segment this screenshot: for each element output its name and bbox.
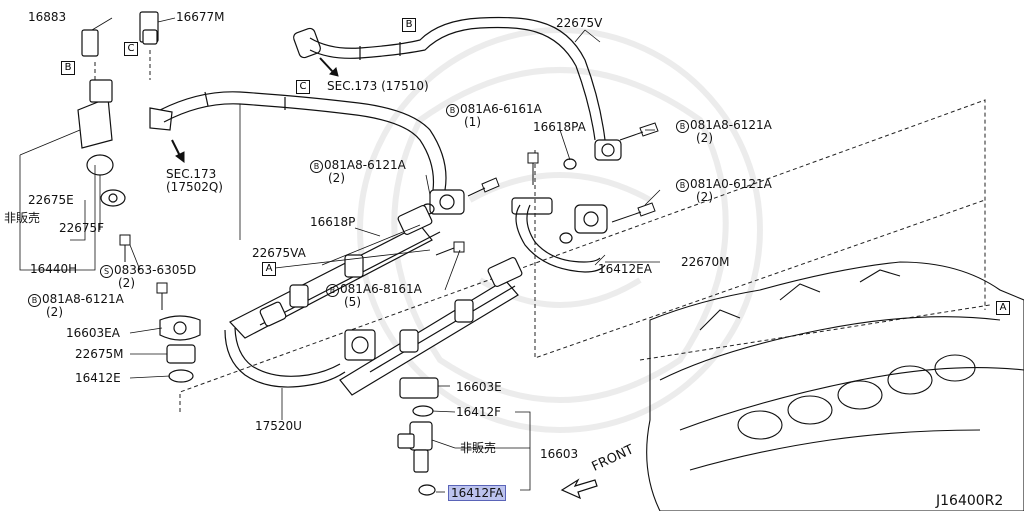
callout-16618P: 16618P bbox=[310, 215, 356, 229]
callout-22675V: 22675V bbox=[556, 16, 603, 30]
callout-qty-081A0-6121A: (2) bbox=[696, 190, 713, 204]
bolt-mark-b: B bbox=[676, 120, 689, 133]
callout-qty-081A8-6121A-top: (2) bbox=[696, 131, 713, 145]
drawing-code: J16400R2 bbox=[936, 493, 1004, 509]
bolt-mark-b: B bbox=[310, 160, 323, 173]
callout-16412EA: 16412EA bbox=[598, 262, 652, 276]
callout-22675VA: 22675VA bbox=[252, 246, 306, 260]
return-pipe-17520U bbox=[224, 327, 346, 420]
callout-16412E: 16412E bbox=[75, 371, 121, 385]
fuel-injector bbox=[397, 377, 439, 496]
callout-not-for-sale-left: 非販売 bbox=[4, 211, 41, 225]
callout-qty-081A6-6161A: (1) bbox=[464, 115, 481, 129]
leader-lines bbox=[19, 17, 661, 493]
callout-sec173-17502Q: SEC.173 bbox=[166, 167, 217, 181]
callout-16603E: 16603E bbox=[456, 380, 502, 394]
hose-22675VA bbox=[149, 91, 447, 240]
callout-22670M: 22670M bbox=[681, 255, 730, 269]
ref-box-b-top: B bbox=[402, 18, 416, 32]
callout-22675E: 22675E bbox=[28, 193, 74, 207]
ref-box-c-mid: C bbox=[296, 80, 310, 94]
callout-16603: 16603 bbox=[540, 447, 579, 461]
bolt-mark-s: S bbox=[100, 265, 113, 278]
left-components bbox=[77, 11, 201, 383]
arrows bbox=[171, 57, 598, 500]
callout-16412FA-highlighted[interactable]: 16412FA bbox=[448, 485, 507, 501]
callout-qty-081A8-6121A-left: (2) bbox=[46, 305, 63, 319]
callout-16618PA: 16618PA bbox=[533, 120, 586, 134]
fuel-damper-fittings bbox=[421, 139, 622, 244]
callout-sec173-17510: SEC.173 (17510) bbox=[327, 79, 429, 93]
callout-16412F: 16412F bbox=[456, 405, 502, 419]
bolt-mark-b: B bbox=[28, 294, 41, 307]
callout-qty-081A6-8161A: (5) bbox=[344, 295, 361, 309]
callout-sec173-17502Q-sub: (17502Q) bbox=[166, 180, 223, 194]
dashed-lines bbox=[94, 50, 991, 412]
ref-box-a-left: A bbox=[262, 262, 276, 276]
callout-16440H: 16440H bbox=[30, 262, 78, 276]
callout-16603EA: 16603EA bbox=[66, 326, 120, 340]
callout-qty-081A8-6121A-mid: (2) bbox=[328, 171, 345, 185]
bolt-mark-b: B bbox=[446, 104, 459, 117]
callout-17520U: 17520U bbox=[255, 419, 302, 433]
callout-qty-08363-6305D: (2) bbox=[118, 276, 135, 290]
callout-22675M: 22675M bbox=[75, 347, 124, 361]
cylinder-ports bbox=[737, 354, 976, 440]
bolts bbox=[119, 122, 659, 310]
ref-box-a-right: A bbox=[996, 301, 1010, 315]
pipe-22670M bbox=[511, 197, 606, 273]
bolt-mark-b: B bbox=[676, 179, 689, 192]
ref-box-c-left: C bbox=[124, 42, 138, 56]
callout-16677M: 16677M bbox=[176, 10, 225, 24]
callout-22675F: 22675F bbox=[59, 221, 105, 235]
fuel-rail bbox=[229, 204, 523, 396]
engine-head bbox=[646, 261, 1024, 511]
bolt-mark-b: B bbox=[326, 284, 339, 297]
callout-16883: 16883 bbox=[28, 10, 67, 24]
callout-not-for-sale-injector: 非販売 bbox=[460, 441, 497, 455]
ref-box-b-left: B bbox=[61, 61, 75, 75]
hose-22675V bbox=[293, 16, 606, 141]
